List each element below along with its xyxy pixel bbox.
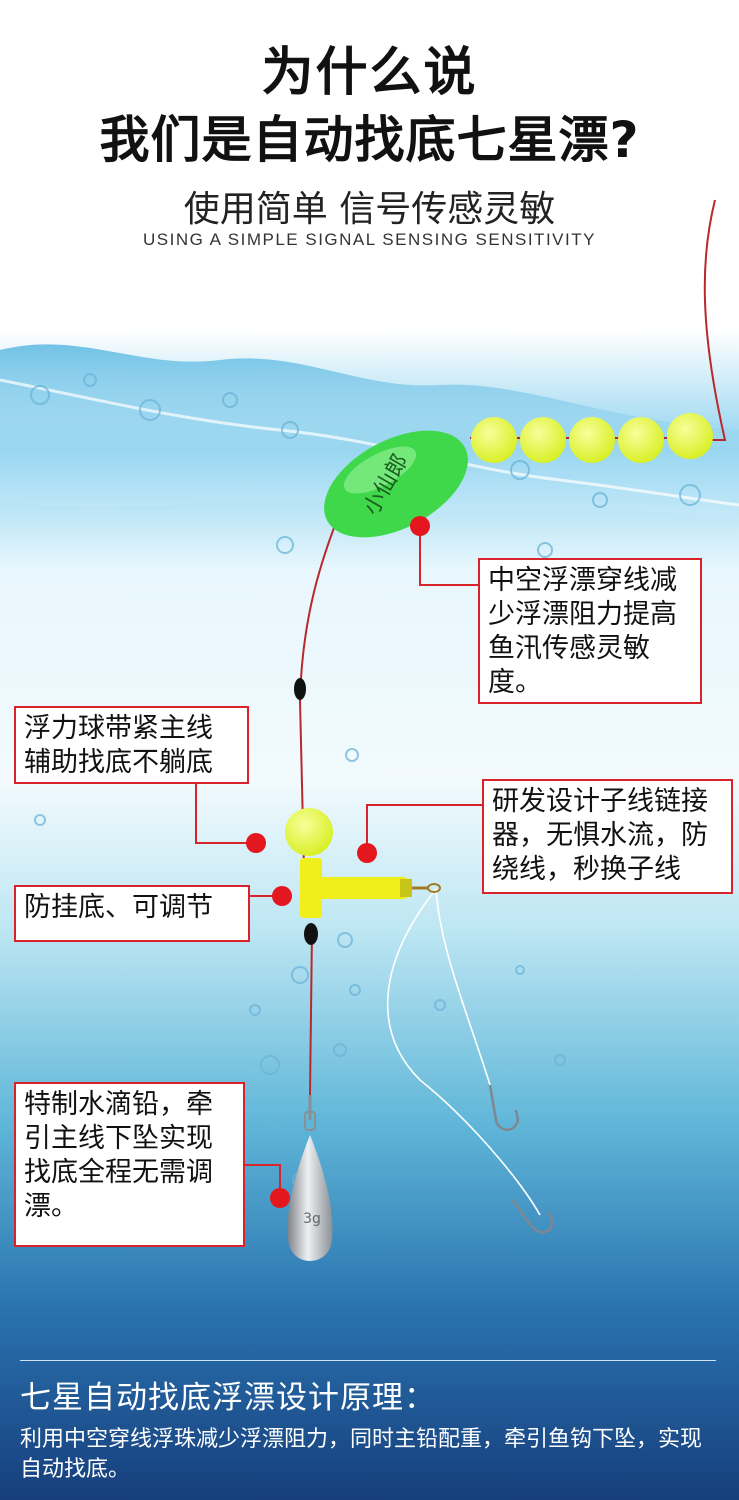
callout-drop-sinker: 特制水滴铅，牵引主线下坠实现找底全程无需调漂。 bbox=[14, 1082, 245, 1247]
subtitle-cn: 使用简单 信号传感灵敏 bbox=[183, 189, 556, 230]
hollow-float-icon bbox=[324, 430, 468, 538]
callout-buoy-ball: 浮力球带紧主线辅助找底不躺底 bbox=[14, 706, 249, 784]
subtitle-en: USING A SIMPLE SIGNAL SENSING SENSITIVIT… bbox=[143, 230, 596, 249]
page-title-line1: 为什么说 bbox=[261, 43, 478, 103]
hook-upper-icon bbox=[488, 1084, 520, 1131]
sinker-weight-text: 3g bbox=[303, 1211, 321, 1227]
hook-lower-icon bbox=[511, 1199, 554, 1234]
bead-chain-icon bbox=[471, 413, 713, 463]
page-title-line2: 我们是自动找底七星漂? bbox=[99, 111, 640, 169]
callout-anti-snag: 防挂底、可调节 bbox=[14, 885, 250, 942]
principle-title: 七星自动找底浮漂设计原理： bbox=[20, 1380, 436, 1416]
drop-sinker-icon bbox=[287, 1135, 333, 1261]
callout-hollow-float: 中空浮漂穿线减少浮漂阻力提高鱼汛传感灵敏度。 bbox=[478, 558, 702, 704]
t-connector-icon bbox=[300, 858, 441, 918]
footer-divider bbox=[20, 1360, 716, 1361]
principle-text: 利用中空穿线浮珠减少浮漂阻力，同时主铅配重，牵引鱼钩下坠，实现自动找底。 bbox=[20, 1427, 703, 1482]
callout-connector: 研发设计子线链接器，无惧水流，防绕线，秒换子线 bbox=[482, 779, 733, 894]
buoy-ball-icon bbox=[285, 808, 333, 856]
